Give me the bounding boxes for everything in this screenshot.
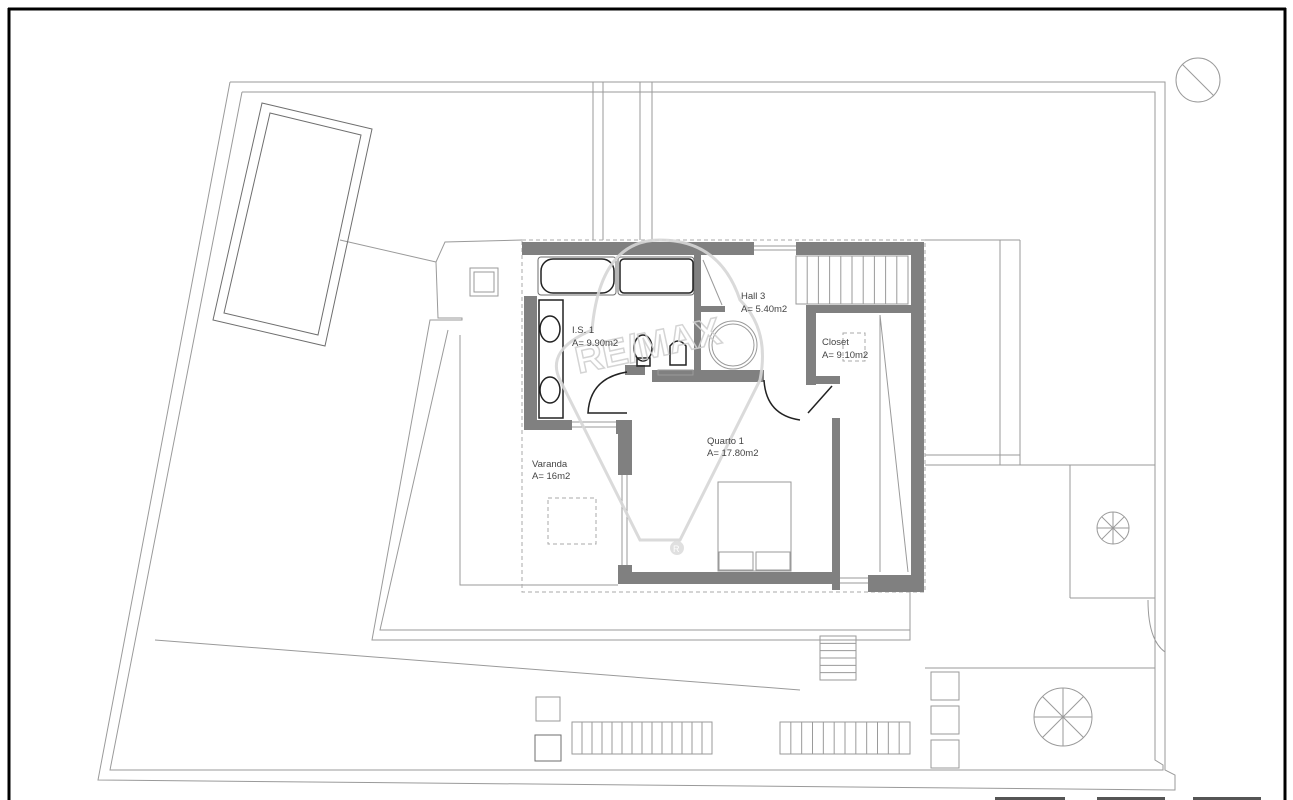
stair-tread: [1062, 716, 1084, 738]
room-area-quarto-1: A= 17.80m2: [707, 448, 759, 459]
terrace-outline: [371, 239, 1020, 641]
room-area-is-1: A= 9.90m2: [572, 338, 618, 349]
drawing-frame: [7, 7, 1287, 800]
room-area-hall-3: A= 5.40m2: [741, 304, 787, 315]
room-area-closet: A= 9.10m2: [822, 350, 868, 361]
room-name-closet: Closet: [822, 337, 849, 348]
room-name-quarto-1: Quarto 1: [707, 436, 744, 447]
watermark-mark: R: [673, 544, 680, 554]
remax-watermark: RE/MAX R: [554, 238, 764, 555]
room-area-varanda: A= 16m2: [532, 471, 570, 482]
stair-tread: [1112, 527, 1125, 540]
site-boundary: [97, 57, 1221, 791]
stair-tread: [1112, 516, 1125, 529]
stair-tread: [1062, 696, 1084, 718]
stair-tread: [1042, 696, 1064, 718]
room-labels: Hall 3 A= 5.40m2 I.S. 1 A= 9.90m2 Closet…: [532, 291, 868, 482]
trees: [534, 511, 1166, 769]
room-name-varanda: Varanda: [532, 459, 568, 470]
stair-tread: [1101, 516, 1114, 529]
stair-tread: [1101, 527, 1114, 540]
room-name-is-1: I.S. 1: [572, 325, 594, 336]
stair-tread: [1042, 716, 1064, 738]
pool: [212, 102, 373, 347]
stairs: [571, 255, 911, 755]
building: [521, 239, 926, 593]
room-name-hall-3: Hall 3: [741, 291, 765, 302]
